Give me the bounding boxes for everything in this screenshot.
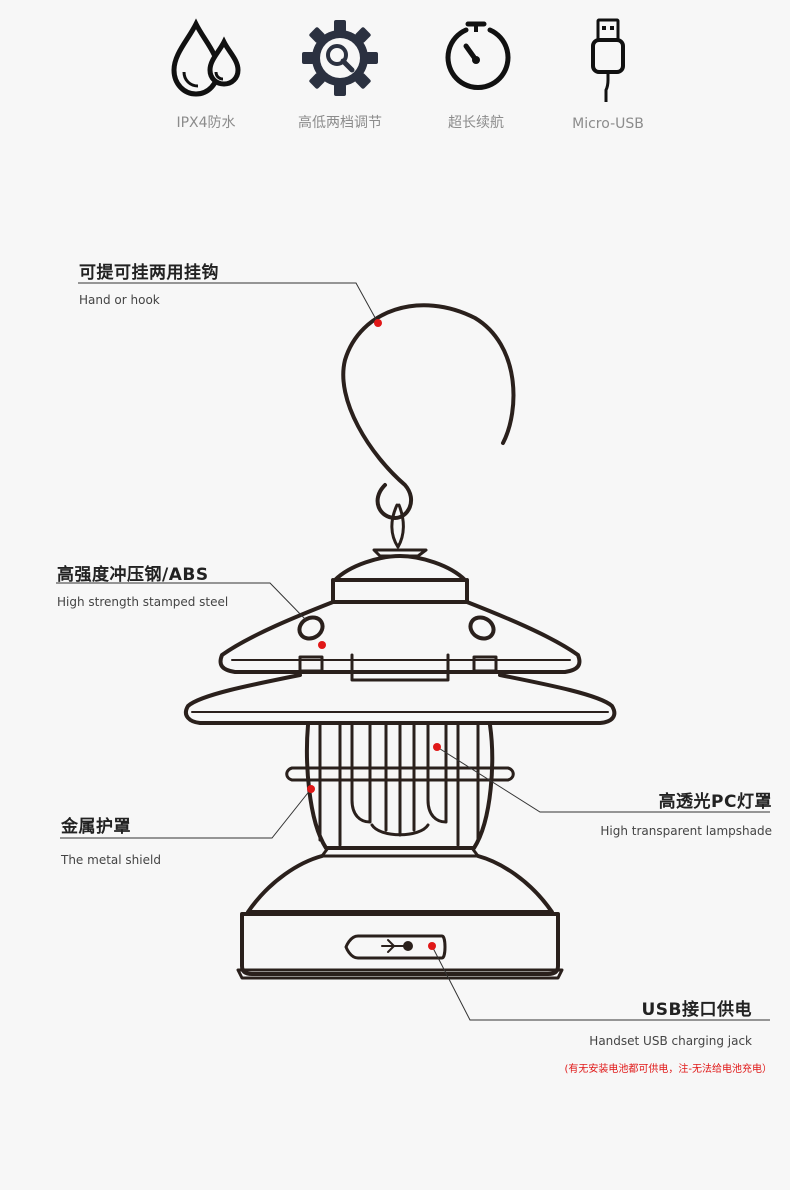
usb-title: USB接口供电 <box>641 1000 752 1020</box>
shield-leader-line <box>60 788 312 839</box>
lampshade-leader-line <box>436 746 770 813</box>
water-drops-icon <box>171 18 241 97</box>
lampshade-title: 高透光PC灯罩 <box>658 792 772 812</box>
usb-leader-line <box>431 945 770 1021</box>
feature-waterproof: IPX4防水 <box>146 18 266 132</box>
hook-outline <box>341 303 516 520</box>
feature-micro-usb: Micro-USB <box>548 18 668 132</box>
feature-label: IPX4防水 <box>176 115 236 131</box>
hook-marker <box>374 319 382 327</box>
steel-annotation: 高强度冲压钢/ABS High strength stamped steel <box>57 560 228 609</box>
timer-icon <box>445 21 511 90</box>
hook-title: 可提可挂两用挂钩 <box>79 263 219 283</box>
lampshade-marker <box>433 743 441 751</box>
steel-title: 高强度冲压钢/ABS <box>57 565 209 585</box>
shield-annotation: 金属护罩 The metal shield <box>61 812 161 867</box>
shield-marker <box>307 785 315 793</box>
usb-cable-icon <box>591 18 625 102</box>
usb-annotation: USB接口供电 Handset USB charging jack <box>520 995 752 1048</box>
hook-annotation: 可提可挂两用挂钩 Hand or hook <box>79 258 219 307</box>
hook-leader-line <box>78 282 379 324</box>
feature-battery-life: 超长续航 <box>416 18 536 132</box>
feature-label: 高低两档调节 <box>298 115 382 131</box>
steel-subtitle: High strength stamped steel <box>57 595 229 609</box>
lampshade-annotation: 高透光PC灯罩 High transparent lampshade <box>520 787 772 838</box>
lampshade-subtitle: High transparent lampshade <box>600 824 772 838</box>
usb-subtitle: Handset USB charging jack <box>589 1034 752 1048</box>
feature-label: 超长续航 <box>448 115 504 131</box>
battery-note: (有无安装电池都可供电，注-无法给电池充电） <box>564 1064 772 1075</box>
feature-brightness: 高低两档调节 <box>280 18 400 132</box>
feature-label: Micro-USB <box>572 116 644 132</box>
steel-marker <box>318 641 326 649</box>
shield-subtitle: The metal shield <box>61 853 161 867</box>
gear-search-icon <box>302 20 378 96</box>
feature-row: IPX4防水 高低两档调节 <box>0 0 790 150</box>
usb-marker <box>428 942 436 950</box>
hook-subtitle: Hand or hook <box>79 293 160 307</box>
shield-title: 金属护罩 <box>61 817 131 837</box>
steel-leader-line <box>56 582 307 621</box>
